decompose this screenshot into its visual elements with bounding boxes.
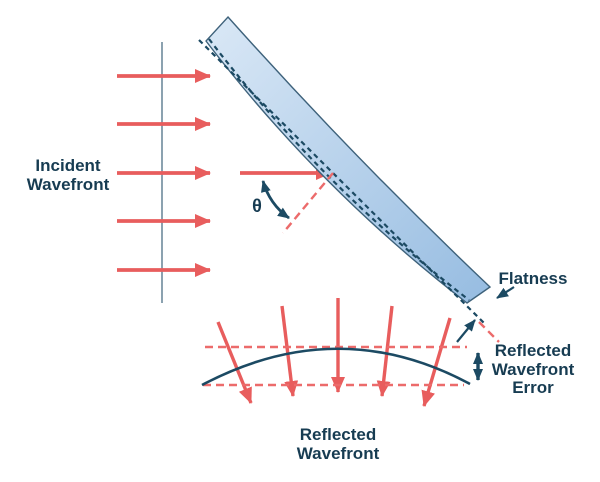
mirror-band	[205, 15, 492, 304]
incident-rays	[117, 69, 332, 277]
reflected-ray	[421, 317, 452, 407]
incident-wavefront-label: Incident	[35, 156, 101, 175]
reflected-wavefront-label: Wavefront	[297, 444, 380, 463]
reflected-ray	[280, 305, 299, 397]
reflected-wavefront-error-label: Error	[512, 378, 554, 397]
text-labels: Incident Wavefront Reflected Wavefront E…	[27, 156, 575, 463]
reflected-wavefront-error-label: Wavefront	[492, 360, 575, 379]
reflected-ray	[376, 305, 394, 397]
reflected-wavefront-label: Reflected	[300, 425, 377, 444]
ideal-flat-dashed-line	[198, 39, 485, 324]
flatness-callout-arrow-lower	[456, 319, 476, 343]
reflected-wavefront-error-label: Reflected	[495, 341, 572, 360]
reflected-wavefront-group	[201, 345, 483, 387]
theta-angle-arc	[261, 180, 290, 220]
flatness-label: Flatness	[499, 269, 568, 288]
mirror-end-dashed-extension	[478, 321, 500, 343]
mirror	[198, 15, 500, 343]
incident-ray-dashed-extension	[282, 172, 334, 234]
flatness-callout-arrow-upper	[496, 286, 515, 299]
reflected-rays	[216, 298, 452, 407]
reflected-wavefront-arc	[201, 347, 471, 387]
reflected-ray	[216, 321, 253, 404]
flatness-callout: Flatness	[456, 269, 568, 343]
angle-theta: θ	[252, 172, 334, 234]
theta-label: θ	[252, 196, 262, 216]
incident-wavefront-label: Wavefront	[27, 175, 110, 194]
